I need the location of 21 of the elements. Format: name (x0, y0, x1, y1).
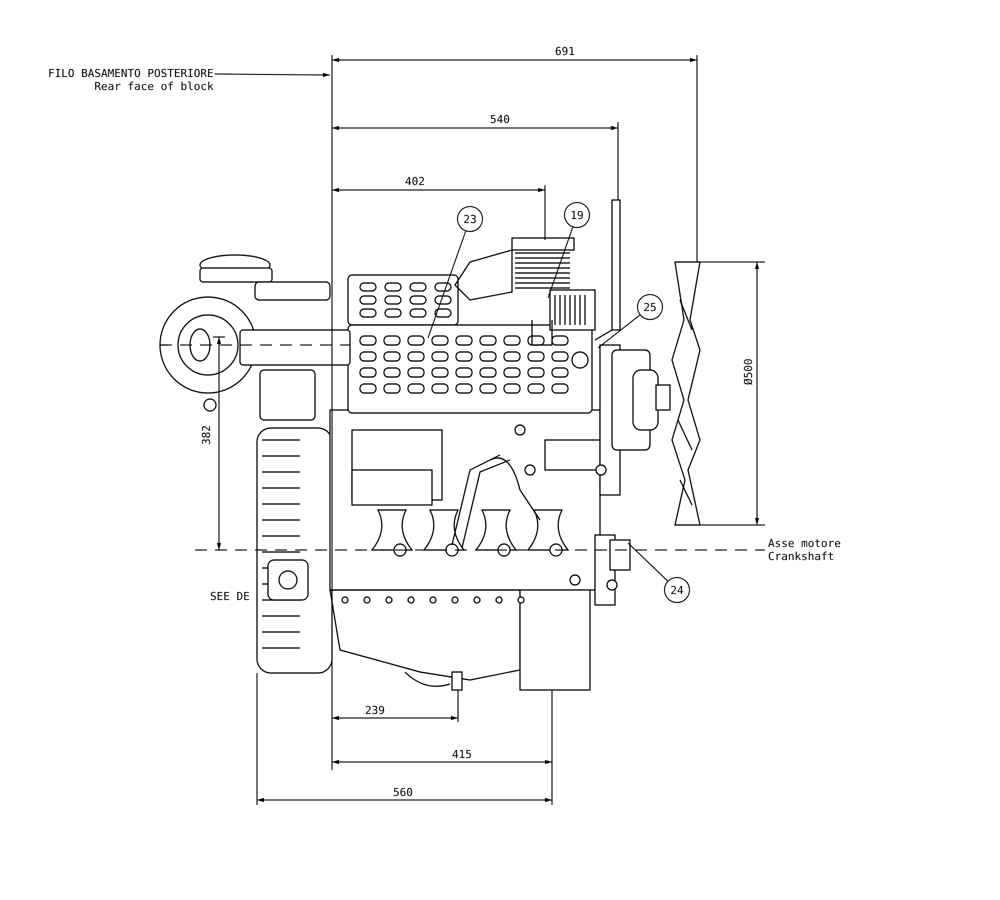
leader-arrow (214, 72, 330, 78)
dimension-value: 239 (365, 704, 385, 717)
dimension-value: 560 (393, 786, 413, 799)
leader-line (428, 230, 466, 338)
leader-line (628, 542, 668, 582)
callout-number: 19 (564, 202, 590, 228)
dimension-value: Ø500 (742, 358, 755, 385)
dimension-value: 415 (452, 748, 472, 761)
dimension-value: 402 (405, 175, 425, 188)
callout-number: 25 (637, 294, 663, 320)
dimension-value: 382 (200, 425, 213, 445)
axis-label: Crankshaft (768, 550, 834, 563)
callout-number: 24 (664, 577, 690, 603)
dimension-value: 540 (490, 113, 510, 126)
axis-label: Asse motore (768, 537, 841, 550)
dimension-value: 691 (555, 45, 575, 58)
note-text: SEE DE (210, 590, 250, 603)
leader-line (598, 314, 640, 348)
note-text: Rear face of block (93, 80, 214, 93)
callout-number: 23 (457, 206, 483, 232)
note-text: FILO BASAMENTO POSTERIORE (48, 67, 214, 80)
